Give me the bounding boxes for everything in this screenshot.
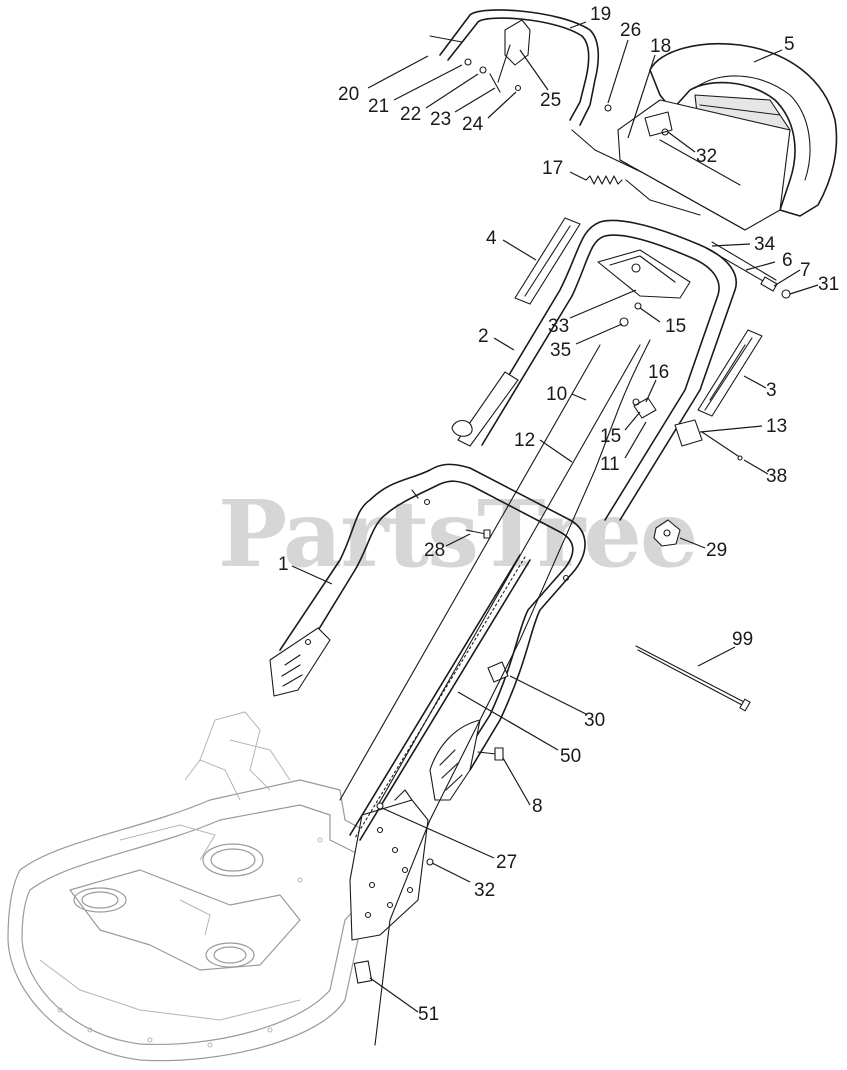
svg-text:PartsTree: PartsTree — [218, 480, 696, 588]
fasteners-20-24 — [429, 35, 612, 112]
callout-23: 23 — [430, 109, 451, 130]
callout-19: 19 — [590, 4, 611, 25]
lower-handle — [279, 463, 586, 771]
control-cables — [339, 339, 651, 1046]
cable-adjuster-6 — [705, 241, 791, 299]
callout-51: 51 — [418, 1004, 439, 1025]
callout-8: 8 — [532, 796, 543, 817]
cable-clip-16 — [632, 397, 657, 419]
callout-32-top: 32 — [696, 146, 717, 167]
callout-7: 7 — [800, 260, 811, 281]
callout-25: 25 — [540, 90, 561, 111]
callout-3: 3 — [766, 380, 777, 401]
lever-25 — [497, 19, 531, 83]
upper-handle — [469, 219, 737, 521]
callout-99: 99 — [732, 629, 753, 650]
callout-5: 5 — [784, 34, 795, 55]
control-bracket-33 — [597, 249, 691, 299]
callout-50: 50 — [560, 746, 581, 767]
spring-17 — [585, 175, 701, 216]
bolt-8 — [477, 747, 504, 761]
callout-10: 10 — [546, 384, 567, 405]
callout-1: 1 — [278, 554, 289, 575]
leader-lines — [291, 21, 819, 1013]
callout-4: 4 — [486, 228, 497, 249]
callout-21: 21 — [368, 96, 389, 117]
watermark: PartsTree ™ — [218, 480, 698, 588]
callout-13: 13 — [766, 416, 787, 437]
rack-50 — [349, 554, 531, 841]
callout-32-bottom: 32 — [474, 880, 495, 901]
handle-grip-2 — [451, 371, 519, 447]
callout-15-upper: 15 — [665, 316, 686, 337]
callout-labels: 19 26 18 5 20 21 22 23 24 25 32 17 4 34 … — [278, 4, 839, 1025]
callout-29: 29 — [706, 540, 727, 561]
bolt-28 — [465, 529, 491, 539]
callout-2: 2 — [478, 326, 489, 347]
knob-29 — [653, 519, 681, 547]
callout-22: 22 — [400, 104, 421, 125]
callout-12: 12 — [514, 430, 535, 451]
callout-27: 27 — [496, 852, 517, 873]
callout-6: 6 — [782, 250, 793, 271]
decal-51 — [353, 960, 373, 984]
callout-11: 11 — [600, 454, 620, 475]
clip-30 — [487, 661, 509, 683]
mower-deck — [7, 711, 421, 1062]
callout-26: 26 — [620, 20, 641, 41]
callout-18: 18 — [650, 36, 671, 57]
svg-text:™: ™ — [610, 514, 623, 529]
callout-31: 31 — [818, 274, 839, 295]
cable-tie-99 — [635, 645, 751, 712]
nut-35 — [619, 302, 642, 327]
callout-28: 28 — [424, 540, 445, 561]
callout-15-lower: 15 — [600, 426, 621, 447]
handle-mount-bracket — [349, 789, 429, 941]
callout-34: 34 — [754, 234, 776, 255]
callout-24: 24 — [462, 114, 484, 135]
switch-box-13 — [674, 419, 743, 461]
callout-30: 30 — [584, 710, 605, 731]
callout-33: 33 — [548, 316, 569, 337]
screws-27-32 — [376, 802, 434, 866]
left-height-plate — [269, 627, 331, 697]
catcher-body — [617, 99, 791, 231]
handle-grip-3 — [697, 329, 763, 417]
callout-35: 35 — [550, 340, 571, 361]
callout-38: 38 — [766, 466, 787, 487]
right-height-plate — [429, 719, 481, 801]
callout-16: 16 — [648, 362, 669, 383]
callout-20: 20 — [338, 84, 359, 105]
callout-17: 17 — [542, 158, 563, 179]
handle-grip-4 — [514, 217, 581, 305]
